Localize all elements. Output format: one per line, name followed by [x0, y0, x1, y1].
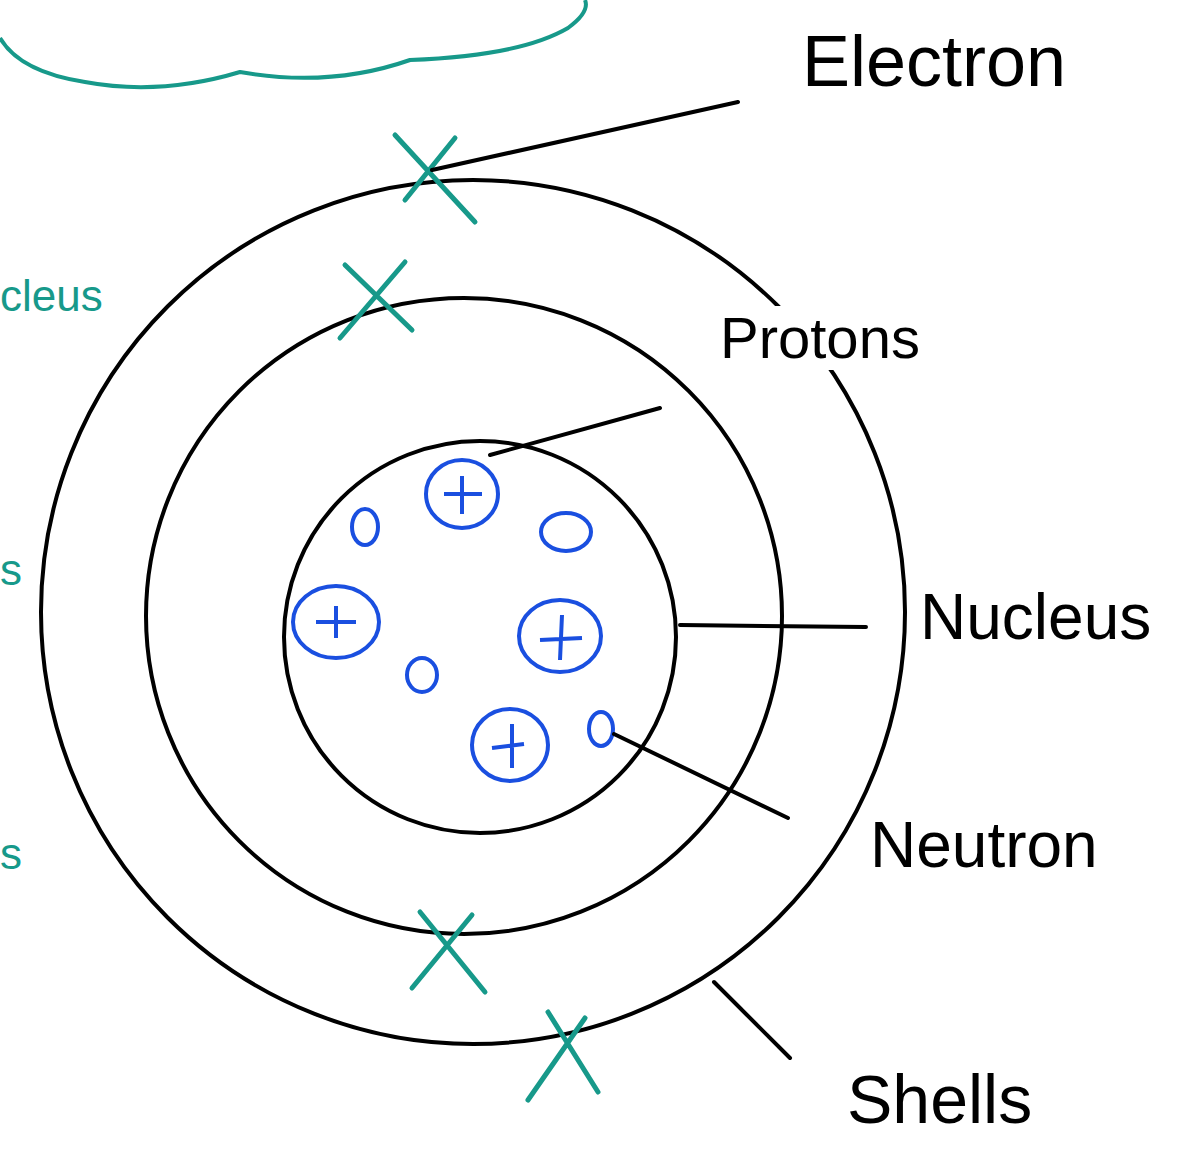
- protons-label: Protons: [718, 306, 922, 370]
- partial-label-holder: s: [0, 546, 24, 594]
- leader-lines: [432, 102, 866, 1058]
- neutron-label: Neutron: [868, 810, 1100, 880]
- partial-label: s: [0, 830, 24, 878]
- partial-label-holder: s: [0, 830, 24, 878]
- partial-label: s: [0, 546, 24, 594]
- nucleus-label: Nucleus: [918, 582, 1153, 652]
- electron-label: Electron: [800, 22, 1068, 101]
- shells-label: Shells: [845, 1062, 1034, 1137]
- cloud-outline: [0, 0, 586, 87]
- protons-label-holder: Protons: [718, 306, 922, 370]
- nucleus-label-holder: Nucleus: [918, 582, 1153, 652]
- neutron-label-holder: Neutron: [868, 810, 1100, 880]
- partial-label: cleus: [0, 272, 105, 320]
- inner-shell: [146, 298, 782, 934]
- partial-label-holder: cleus: [0, 272, 105, 320]
- nucleus-circle: [284, 441, 676, 833]
- protons: [293, 460, 601, 781]
- neutrons: [352, 509, 613, 746]
- shells-label-holder: Shells: [845, 1062, 1034, 1137]
- electron-label-holder: Electron: [800, 22, 1068, 101]
